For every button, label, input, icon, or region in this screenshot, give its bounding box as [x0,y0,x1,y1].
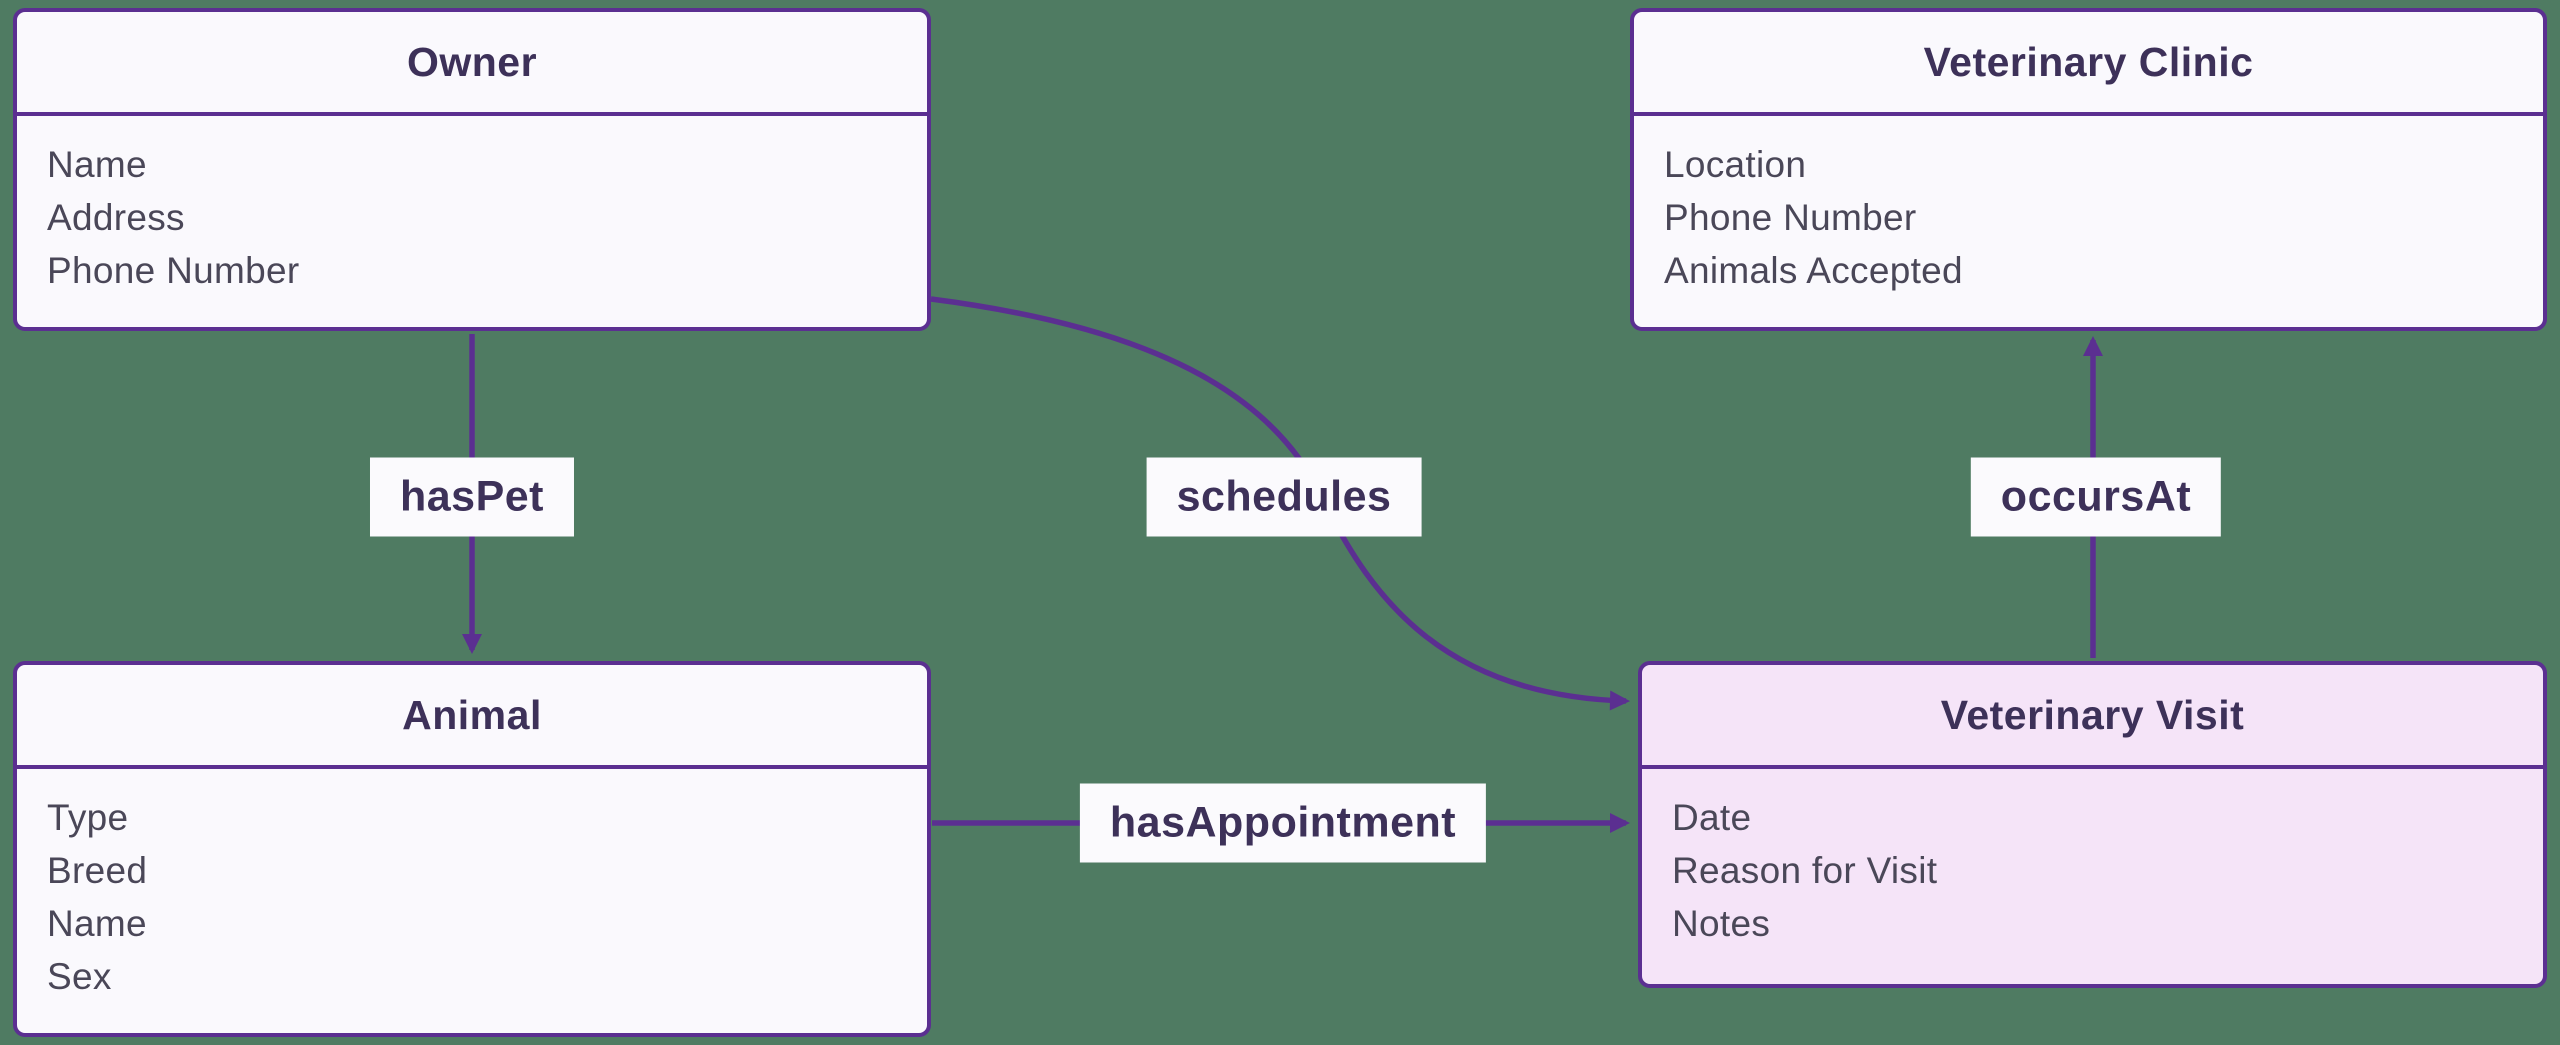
entity-veterinary-visit-title: Veterinary Visit [1642,665,2543,769]
entity-attribute: Breed [47,850,148,891]
entity-attribute: Sex [47,956,112,997]
relationship-label-haspet[interactable]: hasPet [369,457,575,537]
entity-veterinary-clinic-title: Veterinary Clinic [1634,12,2543,116]
entity-animal-title: Animal [17,665,927,769]
entity-veterinary-visit[interactable]: Veterinary Visit Date Reason for Visit N… [1638,661,2547,988]
entity-attribute: Notes [1672,903,1771,944]
entity-owner-title: Owner [17,12,927,116]
entity-owner-attributes: Name Address Phone Number [17,116,927,297]
entity-animal[interactable]: Animal Type Breed Name Sex [13,661,931,1037]
entity-attribute: Date [1672,797,1752,838]
relationship-label-schedules[interactable]: schedules [1146,457,1422,537]
entity-animal-attributes: Type Breed Name Sex [17,769,927,1003]
relationship-label-hasappointment[interactable]: hasAppointment [1079,783,1487,863]
entity-attribute: Phone Number [47,250,300,291]
entity-veterinary-clinic[interactable]: Veterinary Clinic Location Phone Number … [1630,8,2547,331]
entity-veterinary-clinic-attributes: Location Phone Number Animals Accepted [1634,116,2543,297]
entity-veterinary-visit-attributes: Date Reason for Visit Notes [1642,769,2543,950]
entity-attribute: Reason for Visit [1672,850,1938,891]
entity-attribute: Name [47,144,147,185]
entity-attribute: Name [47,903,147,944]
entity-attribute: Animals Accepted [1664,250,1963,291]
entity-attribute: Type [47,797,129,838]
entity-attribute: Phone Number [1664,197,1917,238]
entity-attribute: Location [1664,144,1807,185]
entity-owner[interactable]: Owner Name Address Phone Number [13,8,931,331]
entity-attribute: Address [47,197,185,238]
relationship-label-occursat[interactable]: occursAt [1970,457,2222,537]
